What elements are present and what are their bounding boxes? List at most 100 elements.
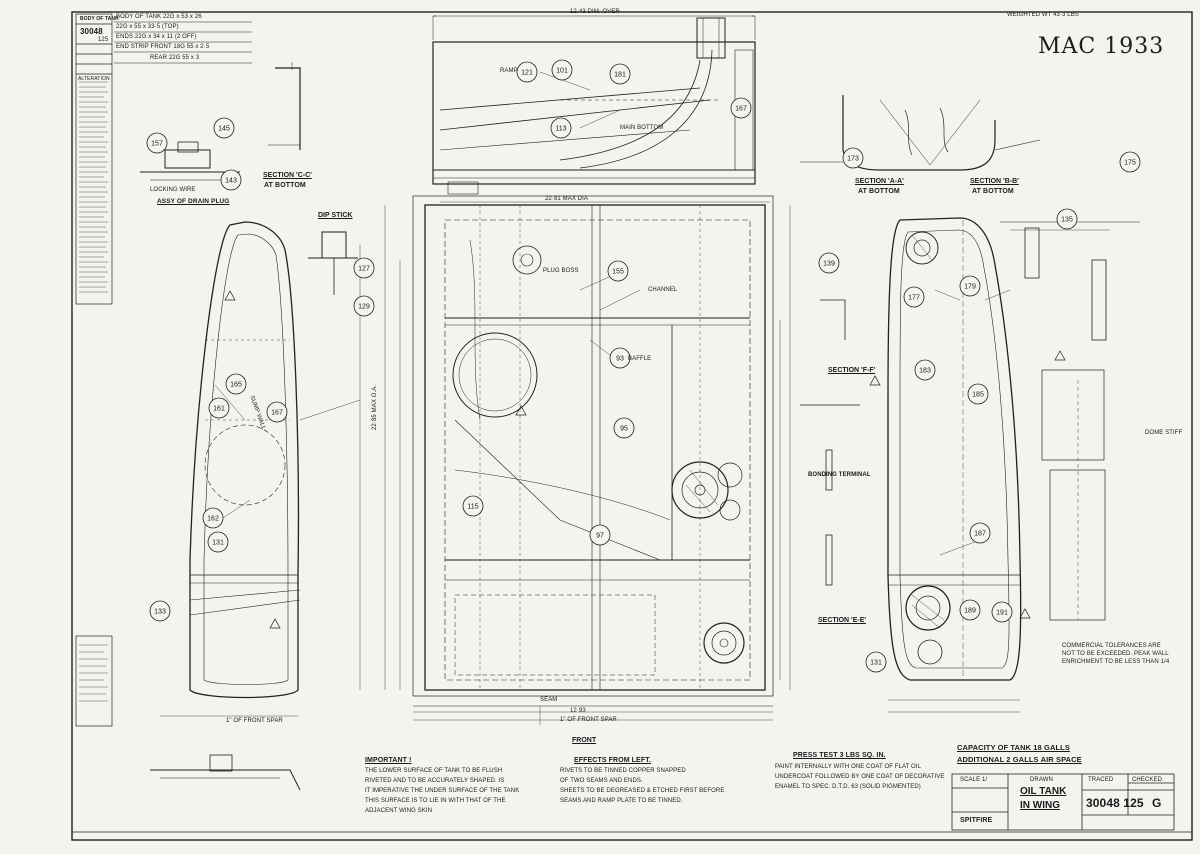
alteration-label: ALTERATION — [78, 76, 110, 82]
warning-triangles — [224, 290, 1066, 629]
balloon-circle — [149, 600, 171, 622]
commercial-line-3: ENRICHMENT TO BE LESS THAN 1/4 — [1062, 659, 1170, 665]
balloon-circle — [589, 524, 611, 546]
balloon-circle — [146, 132, 168, 154]
important-line-1: THE LOWER SURFACE OF TANK TO BE FLUSH — [365, 768, 503, 774]
title-block — [951, 773, 1175, 831]
balloon-number: 161 — [213, 406, 225, 413]
balloon-circle — [865, 651, 887, 673]
dip-stick — [308, 231, 358, 295]
section-aa-sub: AT BOTTOM — [858, 188, 900, 195]
front-spar-label-1: 1" OF FRONT SPAR — [226, 718, 283, 724]
important-line-5: ADJACENT WING SKIN — [365, 808, 433, 814]
drawing-title-1: OIL TANK — [1020, 786, 1067, 797]
commercial-line-2: NOT TO BE EXCEEDED. PEAK WALL — [1062, 651, 1169, 657]
section-bb-label: SECTION 'B-B' — [970, 178, 1019, 185]
spec-line-3: ENDS 22G x 34 x 11 (2 OFF) — [116, 34, 197, 40]
strip-side-text: BODY OF TANK — [80, 16, 119, 22]
balloon-number: 185 — [972, 392, 984, 399]
balloon-number: 145 — [218, 126, 230, 133]
balloon-number: 157 — [151, 141, 163, 148]
balloon-number: 131 — [870, 660, 882, 667]
press-line-1: PAINT INTERNALLY WITH ONE COAT OF FLAT O… — [775, 764, 922, 770]
balloon-number: 101 — [556, 68, 568, 75]
balloon-number: 165 — [230, 382, 242, 389]
section-cc-sub: AT BOTTOM — [264, 182, 306, 189]
dim-12-93: 12·93 — [570, 708, 586, 714]
balloon-number: 95 — [620, 426, 628, 433]
effects-line-3: SHEETS TO BE DEGREASED & ETCHED FIRST BE… — [560, 788, 725, 794]
balloon-number: 183 — [919, 368, 931, 375]
balloon-number: 177 — [908, 295, 920, 302]
front-label: FRONT — [572, 737, 597, 744]
overall-dim-label: 22·85 MAX O.A. — [372, 384, 378, 430]
balloon-circle — [266, 401, 288, 423]
scale-label: SCALE 1/ — [960, 777, 988, 783]
section-bb-sub: AT BOTTOM — [972, 188, 1014, 195]
balloon-number: 129 — [358, 304, 370, 311]
balloon-circle — [609, 347, 631, 369]
balloon-circle — [353, 295, 375, 317]
section-ff-label: SECTION 'F-F' — [828, 367, 876, 374]
section-ee-label: SECTION 'E-E' — [818, 617, 867, 624]
balloon-number: 173 — [847, 156, 859, 163]
drawing-number: 30048 125 — [1086, 796, 1144, 810]
section-cc — [268, 62, 301, 150]
balloon-number: 155 — [612, 269, 624, 276]
drain-plug-label: ASSY OF DRAIN PLUG — [157, 198, 230, 205]
sheet-border — [71, 11, 1193, 841]
balloon-circle — [202, 507, 224, 529]
balloon-circle — [991, 601, 1013, 623]
important-line-3: IT IMPERATIVE THE UNDER SURFACE OF THE T… — [365, 788, 520, 794]
top-dimension: 12·43 DIM. OVER — [570, 9, 620, 15]
balloon-number: 93 — [616, 356, 624, 363]
effects-line-1: RIVETS TO BE TINNED COPPER SNAPPED — [560, 768, 686, 774]
balloon-number: 133 — [154, 609, 166, 616]
section-cc-label: SECTION 'C-C' — [263, 172, 312, 179]
max-dia-label: 22·81 MAX DIA — [545, 196, 588, 202]
dimension-lines — [359, 201, 1020, 725]
balloon-circle — [959, 599, 981, 621]
balloon-circle — [818, 252, 840, 274]
balloon-number: 162 — [207, 516, 219, 523]
press-line-3: ENAMEL TO SPEC. D.T.D. 63 (SOLID PIGMENT… — [775, 784, 921, 790]
balloon-circle — [462, 495, 484, 517]
plug-boss-label: PLUG BOSS — [543, 268, 579, 274]
balloon-circle — [1119, 151, 1141, 173]
balloon-circle — [607, 260, 629, 282]
drain-plug-assembly — [140, 141, 240, 181]
additional-note: ADDITIONAL 2 GALLS AIR SPACE — [957, 755, 1082, 764]
right-detail-column — [1000, 221, 1140, 621]
balloon-number: 113 — [555, 126, 566, 133]
balloon-number: 167 — [271, 410, 283, 417]
balloon-number: 139 — [823, 261, 835, 268]
channel-label: CHANNEL — [648, 287, 678, 293]
section-aa-bb — [800, 95, 1041, 171]
balloon-circle — [959, 275, 981, 297]
balloon-circle — [550, 117, 572, 139]
balloon-number: 189 — [964, 608, 976, 615]
dip-stick-label: DIP STICK — [318, 212, 353, 219]
press-line-2: UNDERCOAT FOLLOWED BY ONE COAT OF DECORA… — [775, 774, 945, 780]
strip-number: 30048 — [80, 27, 103, 36]
spec-line-4: END STRIP FRONT 18G 55 x 2·5 — [116, 44, 210, 50]
drawing-title-2: IN WING — [1020, 800, 1060, 811]
balloon-circle — [208, 397, 230, 419]
section-aa-label: SECTION 'A-A' — [855, 178, 904, 185]
balloon-circle — [220, 169, 242, 191]
front-spar-label-2: 1" OF FRONT SPAR — [560, 717, 617, 723]
checked-label: CHECKED — [1132, 777, 1163, 783]
leader-lines — [214, 71, 1011, 556]
balloon-circle — [903, 286, 925, 308]
baffle-label: BAFFLE — [628, 356, 652, 362]
effects-title: EFFECTS FROM LEFT. — [574, 757, 651, 764]
balloon-number: 131 — [212, 540, 224, 547]
main-bottom-label: MAIN BOTTOM — [620, 125, 664, 131]
revision-strip — [75, 13, 113, 727]
spec-line-5: REAR 22G 55 x 3 — [150, 55, 200, 61]
balloon-circle — [353, 257, 375, 279]
balloon-circle — [842, 147, 864, 169]
